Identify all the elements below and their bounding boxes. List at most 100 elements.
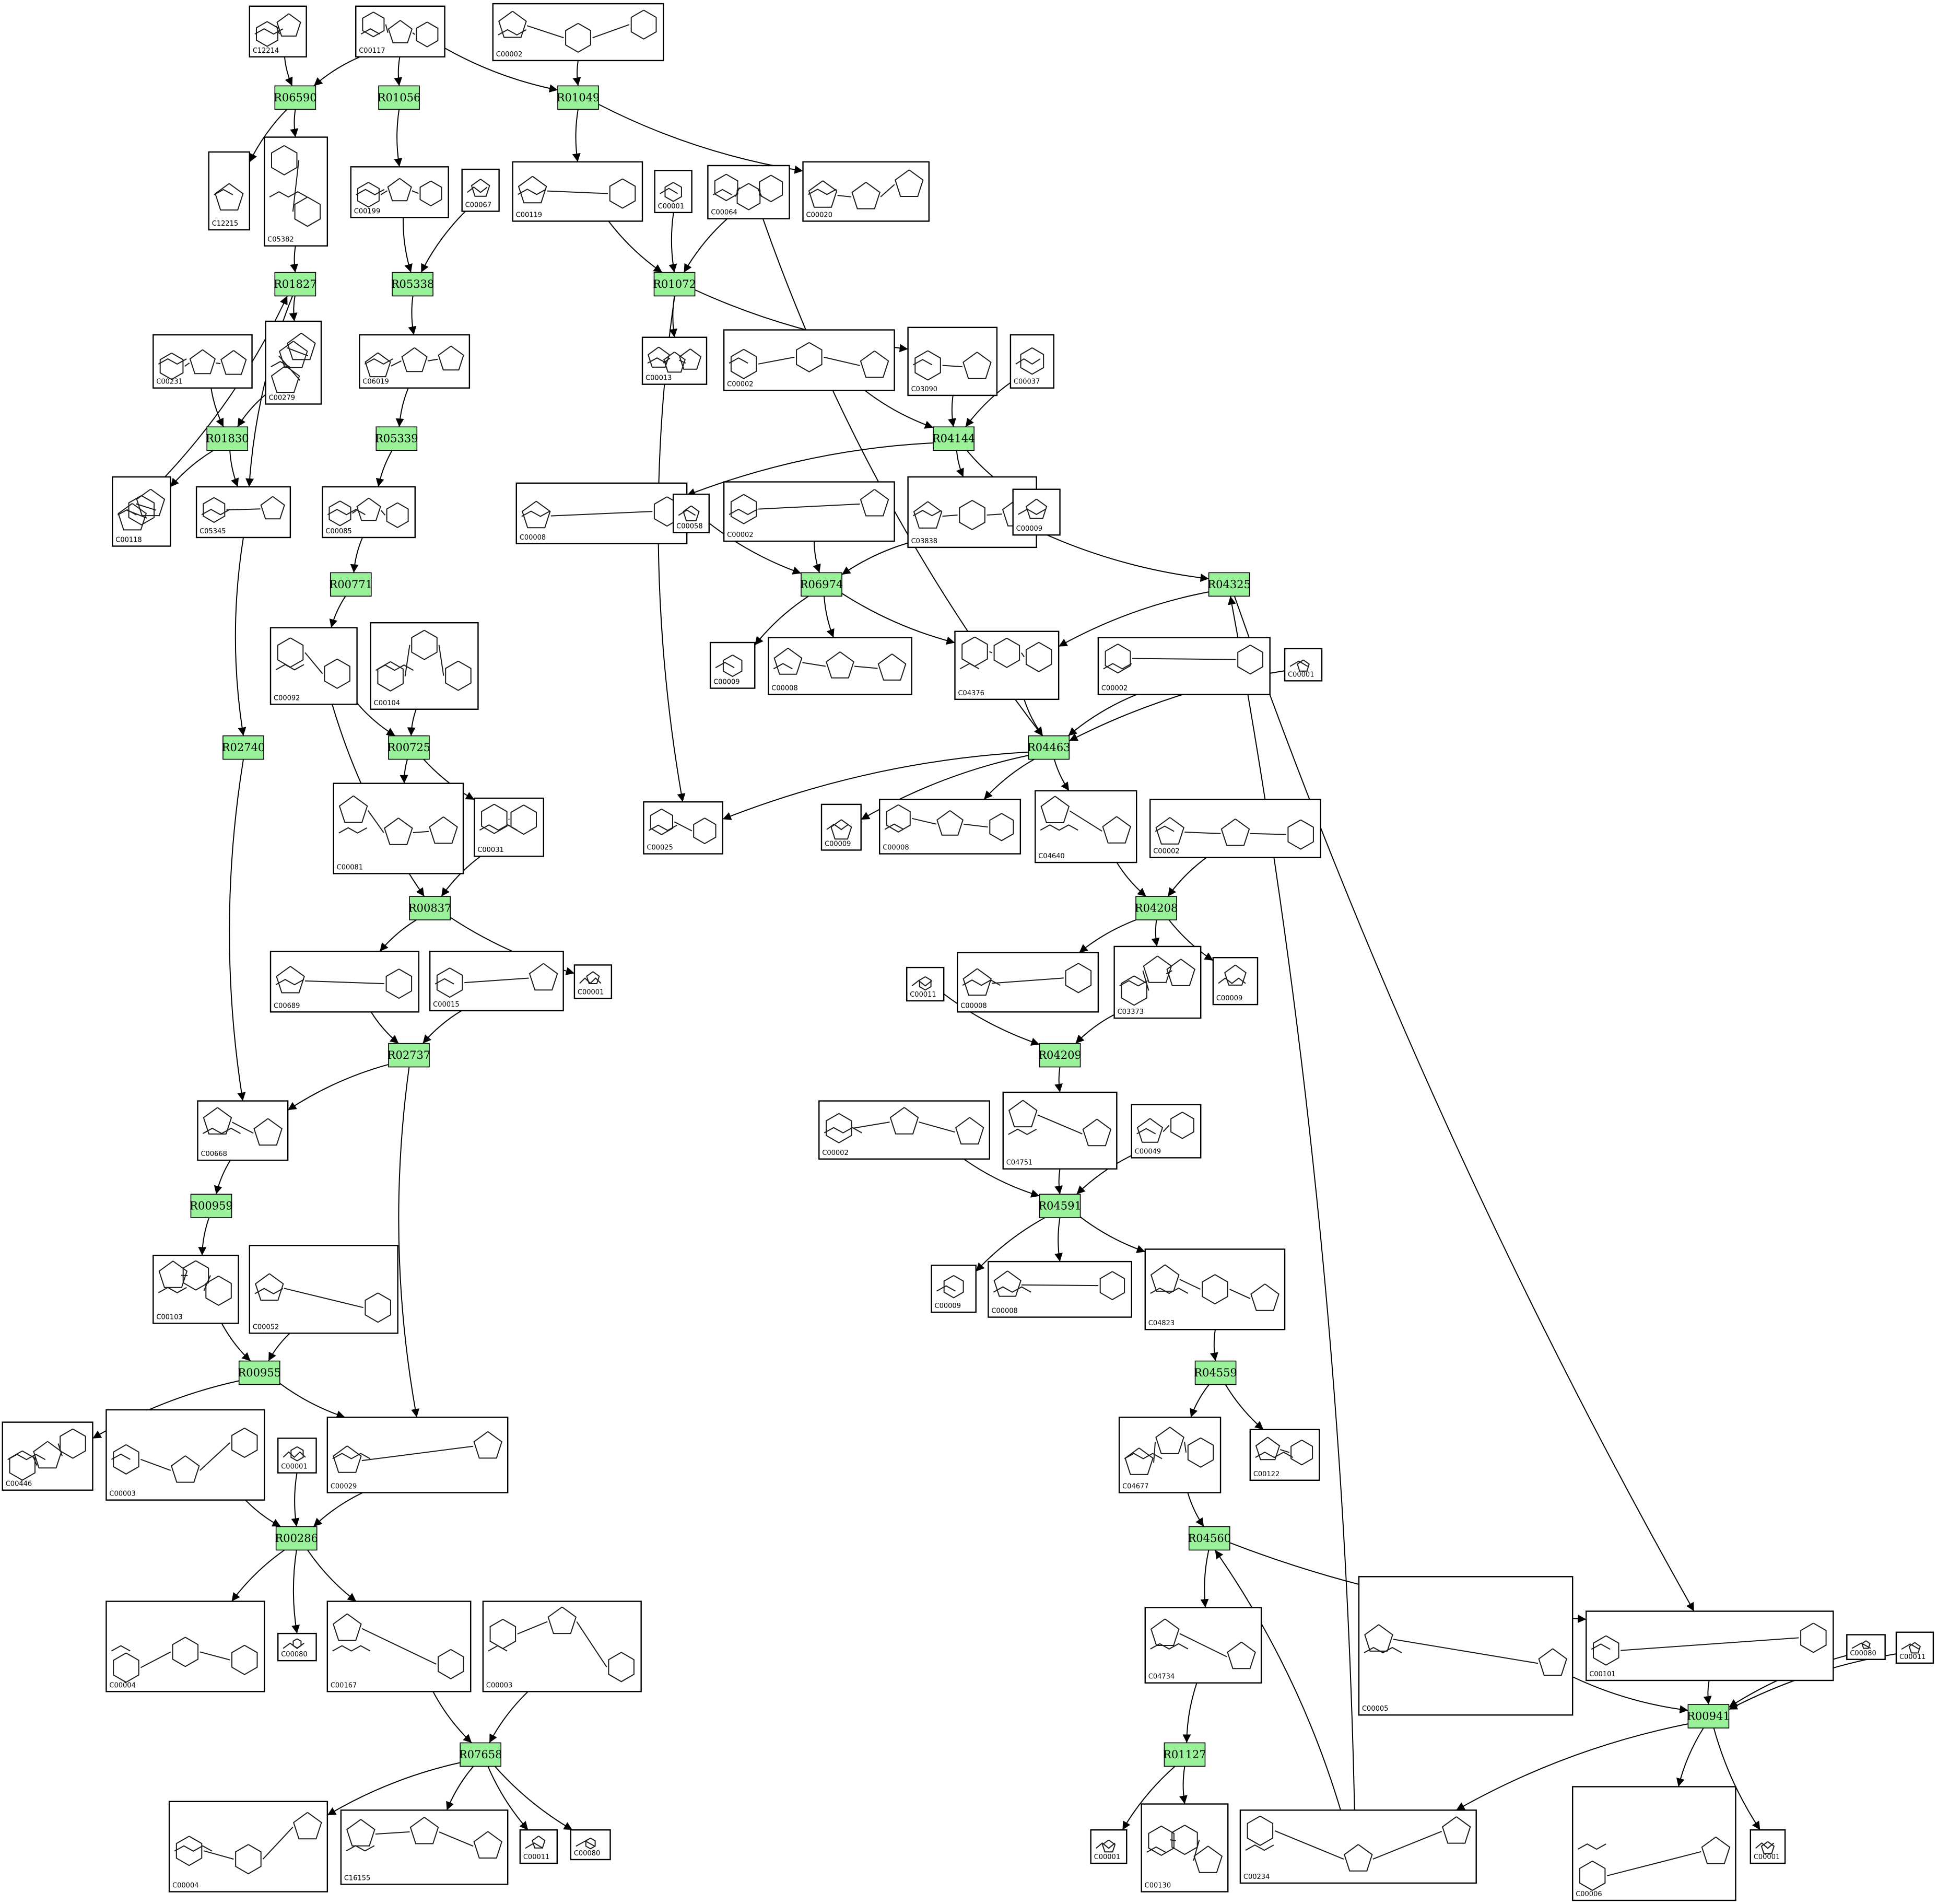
compound-node[interactable]: C00101 (1586, 1610, 1834, 1681)
compound-node[interactable]: C00001 (1750, 1829, 1786, 1864)
compound-node[interactable]: C00092 (269, 627, 358, 705)
reaction-node[interactable]: R00771 (329, 572, 372, 597)
compound-node[interactable]: C00119 (512, 161, 643, 222)
compound-node[interactable]: C00234 (1239, 1809, 1477, 1884)
compound-node[interactable]: C00008 (957, 952, 1099, 1013)
reaction-node[interactable]: R04560 (1188, 1526, 1231, 1551)
reaction-node[interactable]: R05338 (391, 272, 435, 297)
compound-node[interactable]: C00009 (931, 1265, 977, 1313)
compound-node[interactable]: C00011 (1895, 1631, 1934, 1664)
compound-node[interactable]: C12214 (249, 5, 307, 58)
compound-node[interactable]: C00122 (1249, 1429, 1320, 1481)
compound-node[interactable]: C00001 (1090, 1829, 1128, 1864)
reaction-node[interactable]: R07658 (459, 1742, 502, 1767)
compound-node[interactable]: C00052 (249, 1245, 398, 1334)
reaction-node[interactable]: R00959 (190, 1194, 233, 1218)
reaction-node[interactable]: R04208 (1135, 896, 1178, 920)
compound-node[interactable]: C00067 (461, 168, 500, 212)
compound-node[interactable]: C00009 (1212, 957, 1259, 1006)
compound-node[interactable]: C00117 (355, 5, 445, 58)
compound-node[interactable]: C00279 (265, 320, 322, 405)
reaction-node[interactable]: R04463 (1027, 735, 1071, 760)
compound-node[interactable]: C04677 (1118, 1416, 1222, 1493)
compound-node[interactable]: C00002 (1149, 799, 1321, 858)
compound-node[interactable]: C00080 (570, 1829, 611, 1861)
compound-node[interactable]: C00003 (105, 1409, 265, 1501)
compound-node[interactable]: C00011 (906, 966, 945, 1002)
compound-node[interactable]: C00446 (2, 1421, 93, 1491)
compound-node[interactable]: C00008 (878, 799, 1022, 855)
compound-node[interactable]: C00103 (152, 1255, 239, 1324)
compound-node[interactable]: C00009 (709, 641, 756, 689)
reaction-node[interactable]: R05339 (375, 426, 418, 451)
compound-node[interactable]: C16155 (340, 1809, 509, 1885)
reaction-node[interactable]: R06590 (274, 85, 317, 110)
compound-node[interactable]: C00001 (573, 964, 613, 999)
reaction-node[interactable]: R04325 (1207, 572, 1251, 597)
compound-node[interactable]: C00080 (277, 1632, 317, 1662)
compound-node[interactable]: C00081 (333, 782, 464, 874)
compound-node[interactable]: C00002 (1097, 637, 1271, 695)
compound-node[interactable]: C00002 (818, 1100, 990, 1160)
compound-node[interactable]: C00199 (350, 166, 449, 218)
compound-node[interactable]: C00013 (641, 336, 708, 385)
compound-node[interactable]: C05345 (195, 486, 291, 539)
compound-node[interactable]: C00015 (429, 951, 564, 1012)
reaction-node[interactable]: R00955 (238, 1360, 281, 1385)
reaction-node[interactable]: R00941 (1687, 1704, 1730, 1728)
compound-node[interactable]: C00231 (152, 334, 253, 389)
compound-node[interactable]: C00001 (277, 1438, 317, 1474)
compound-node[interactable]: C00118 (112, 476, 171, 547)
compound-node[interactable]: C00001 (654, 170, 692, 214)
reaction-node[interactable]: R04591 (1038, 1194, 1082, 1218)
compound-node[interactable]: C00029 (326, 1416, 509, 1493)
reaction-node[interactable]: R01830 (206, 426, 249, 451)
compound-node[interactable]: C00004 (168, 1801, 328, 1893)
compound-node[interactable]: C00025 (643, 801, 723, 855)
compound-node[interactable]: C00002 (723, 481, 895, 542)
reaction-node[interactable]: R00837 (408, 896, 452, 920)
compound-node[interactable]: C00049 (1131, 1104, 1202, 1159)
compound-node[interactable]: C04751 (1002, 1091, 1118, 1170)
compound-node[interactable]: C00031 (474, 797, 544, 857)
compound-node[interactable]: C00085 (322, 486, 416, 539)
reaction-node[interactable]: R01049 (557, 85, 600, 110)
reaction-node[interactable]: R01072 (653, 272, 696, 297)
compound-node[interactable]: C00064 (707, 165, 790, 219)
compound-node[interactable]: C04734 (1144, 1607, 1262, 1684)
compound-node[interactable]: C04376 (954, 630, 1060, 700)
compound-node[interactable]: C04823 (1144, 1248, 1286, 1330)
compound-node[interactable]: C00058 (672, 493, 710, 533)
reaction-node[interactable]: R02740 (222, 735, 265, 760)
compound-node[interactable]: C00002 (723, 329, 895, 391)
compound-node[interactable]: C00008 (988, 1260, 1132, 1318)
compound-node[interactable]: C04640 (1035, 790, 1137, 863)
compound-node[interactable]: C03090 (907, 326, 998, 396)
compound-node[interactable]: C00689 (269, 951, 420, 1013)
compound-node[interactable]: C00009 (1012, 488, 1061, 536)
compound-node[interactable]: C12215 (208, 151, 251, 231)
compound-node[interactable]: C00668 (197, 1100, 289, 1161)
reaction-node[interactable]: R00725 (388, 735, 431, 760)
reaction-node[interactable]: R01827 (274, 272, 317, 297)
compound-node[interactable]: C00130 (1141, 1803, 1229, 1893)
compound-node[interactable]: C00011 (519, 1829, 558, 1864)
compound-node[interactable]: C00008 (768, 637, 912, 695)
reaction-node[interactable]: R01056 (378, 85, 421, 110)
compound-node[interactable]: C00167 (326, 1601, 472, 1692)
reaction-node[interactable]: R00286 (275, 1526, 318, 1551)
compound-node[interactable]: C00104 (370, 622, 479, 710)
reaction-node[interactable]: R06974 (800, 572, 843, 597)
reaction-node[interactable]: R04559 (1194, 1360, 1237, 1385)
reaction-node[interactable]: R04144 (932, 426, 976, 451)
reaction-node[interactable]: R02737 (388, 1043, 431, 1068)
compound-node[interactable]: C00037 (1009, 334, 1054, 389)
compound-node[interactable]: C00003 (482, 1601, 642, 1692)
compound-node[interactable]: C05382 (264, 136, 328, 247)
compound-node[interactable]: C00020 (802, 161, 930, 222)
compound-node[interactable]: C03373 (1113, 945, 1202, 1019)
compound-node[interactable]: C00002 (492, 3, 664, 62)
compound-node[interactable]: C00006 (1571, 1786, 1736, 1901)
compound-node[interactable]: C00008 (515, 482, 688, 544)
compound-node[interactable]: C00005 (1358, 1576, 1574, 1716)
